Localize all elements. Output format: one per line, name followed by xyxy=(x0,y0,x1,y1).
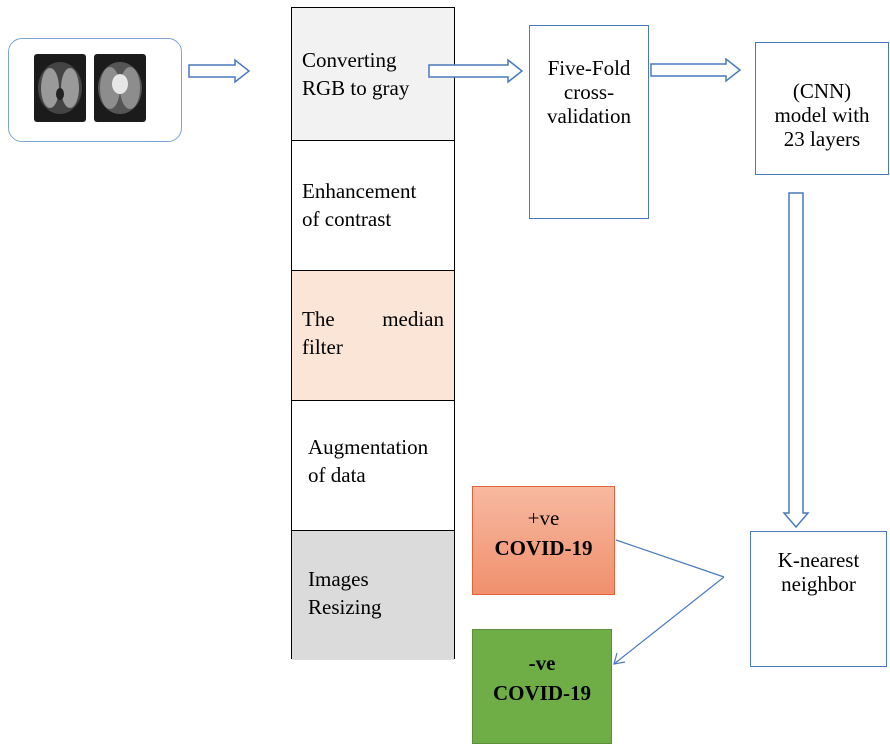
node-label: Five-Fold xyxy=(547,56,631,80)
cnn-model-box: (CNN) model with 23 layers xyxy=(755,42,889,175)
step-label: of data xyxy=(308,463,366,487)
ct-scan-image-1 xyxy=(34,54,86,122)
ct-scan-image-2 xyxy=(94,54,146,122)
connector-knn-to-negative xyxy=(613,576,725,665)
step-label: Enhancement xyxy=(302,179,417,203)
arrow-preprocessing-to-validation xyxy=(428,58,524,84)
step-label: Images xyxy=(308,567,369,591)
positive-covid-box: +ve COVID-19 xyxy=(472,486,615,595)
step-data-augmentation: Augmentation of data xyxy=(292,401,454,531)
output-label: COVID-19 xyxy=(493,681,591,705)
output-label: -ve xyxy=(528,651,556,675)
five-fold-validation-box: Five-Fold cross- validation xyxy=(529,25,649,219)
output-label: COVID-19 xyxy=(494,536,593,560)
node-label: neighbor xyxy=(781,572,856,596)
step-median-filter: The median filter xyxy=(292,271,454,401)
arrow-cnn-to-knn xyxy=(782,192,810,529)
step-label: Resizing xyxy=(308,595,382,619)
node-label: cross- xyxy=(563,80,615,104)
preprocessing-stack: Converting RGB to gray Enhancement of co… xyxy=(291,7,455,660)
step-label: median xyxy=(382,307,444,331)
step-contrast-enhancement: Enhancement of contrast xyxy=(292,141,454,271)
arrow-input-to-preprocessing xyxy=(188,58,251,84)
step-label: RGB to gray xyxy=(302,76,410,100)
connector-knn-to-positive xyxy=(615,539,725,578)
knn-classifier-box: K-nearest neighbor xyxy=(750,531,887,667)
step-label: filter xyxy=(302,335,343,359)
output-label: +ve xyxy=(527,506,560,530)
step-rgb-to-gray: Converting RGB to gray xyxy=(292,8,454,141)
node-label: model with xyxy=(774,103,870,127)
step-label: Converting xyxy=(302,48,397,72)
step-label: The xyxy=(302,307,335,331)
node-label: 23 layers xyxy=(783,127,861,151)
node-label: (CNN) xyxy=(792,79,852,103)
node-label: K-nearest xyxy=(777,548,860,572)
step-label-row: The median xyxy=(302,305,444,333)
step-label: Augmentation xyxy=(308,435,429,459)
negative-covid-box: -ve COVID-19 xyxy=(472,629,612,744)
step-label: of contrast xyxy=(302,207,392,231)
step-image-resizing: Images Resizing xyxy=(292,531,454,660)
arrowhead-negative xyxy=(613,652,626,665)
node-label: validation xyxy=(547,104,631,128)
arrow-validation-to-cnn xyxy=(650,57,742,83)
